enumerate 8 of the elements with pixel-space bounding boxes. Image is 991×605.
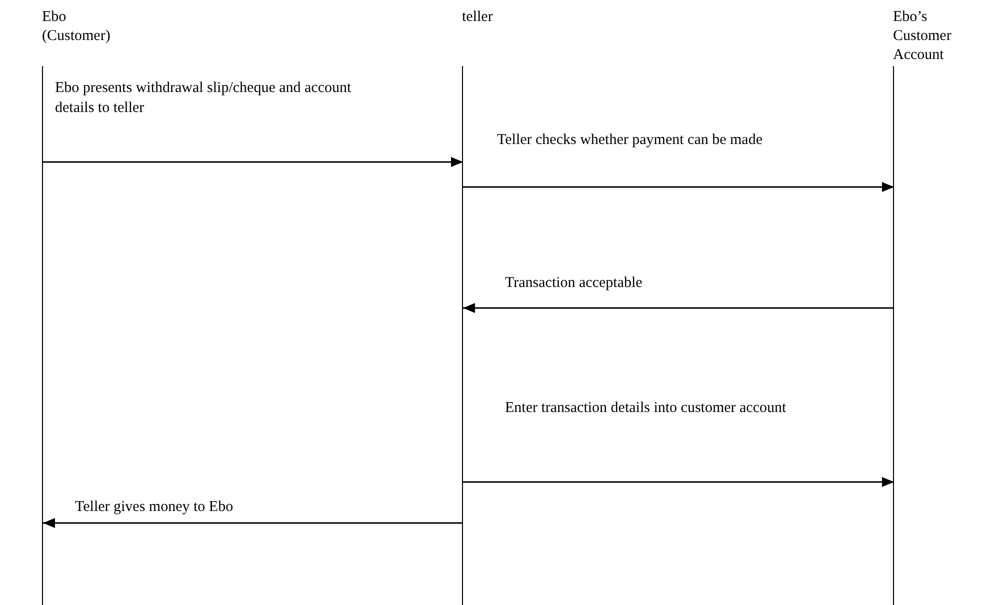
arrow xyxy=(463,303,894,313)
arrow xyxy=(463,477,894,487)
participant-label: Ebo’s Customer Account xyxy=(893,8,952,65)
arrow xyxy=(463,182,894,192)
participant-label: Ebo (Customer) xyxy=(42,8,112,46)
arrow xyxy=(43,157,463,167)
arrow xyxy=(43,518,463,528)
participant-label: teller xyxy=(462,8,494,27)
